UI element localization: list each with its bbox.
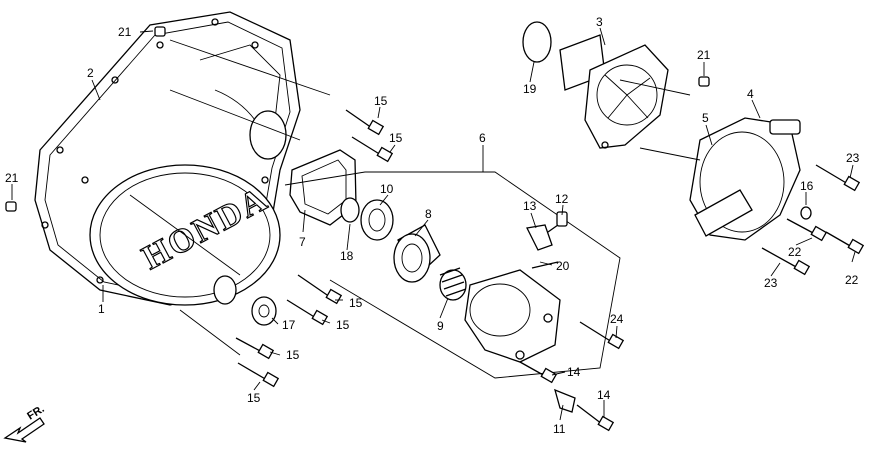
callout-18: 18 xyxy=(340,249,354,263)
water-pump-body xyxy=(522,21,669,149)
callout-7: 7 xyxy=(299,235,306,249)
callout-6: 6 xyxy=(479,131,486,145)
callout-15: 15 xyxy=(389,131,403,145)
thermostat-housing xyxy=(464,269,561,363)
callout-15: 15 xyxy=(374,94,388,108)
callout-5: 5 xyxy=(702,111,709,125)
callout-17: 17 xyxy=(282,318,296,332)
callout-3: 3 xyxy=(596,15,603,29)
callout-labels: 1 2 3 4 5 6 7 8 9 10 11 12 13 14 14 15 1… xyxy=(5,15,860,436)
callout-24: 24 xyxy=(610,312,624,326)
callout-leaders xyxy=(11,27,856,421)
spring xyxy=(439,267,467,301)
callout-4: 4 xyxy=(747,87,754,101)
callout-19: 19 xyxy=(523,82,537,96)
callout-9: 9 xyxy=(437,319,444,333)
callout-23: 23 xyxy=(846,151,860,165)
dowel-pin xyxy=(5,201,17,212)
cylinder-sleeve xyxy=(393,224,441,283)
callout-12: 12 xyxy=(555,192,569,206)
oil-seal xyxy=(251,296,277,326)
callout-11: 11 xyxy=(553,422,566,436)
callout-21: 21 xyxy=(697,48,711,62)
callout-10: 10 xyxy=(380,182,394,196)
callout-14: 14 xyxy=(597,388,611,402)
bearing xyxy=(340,197,360,223)
callout-22: 22 xyxy=(788,245,802,259)
callout-22: 22 xyxy=(845,273,859,287)
assembly-group-outline xyxy=(284,171,621,379)
front-direction-arrow: FR. xyxy=(3,403,47,443)
callout-15: 15 xyxy=(349,296,363,310)
callout-15: 15 xyxy=(247,391,261,405)
bolts xyxy=(235,109,865,432)
callout-20: 20 xyxy=(556,259,570,273)
pump-cover xyxy=(689,117,801,241)
callout-21: 21 xyxy=(118,25,132,39)
callout-15: 15 xyxy=(286,348,300,362)
bracket xyxy=(554,388,576,413)
dowel-pin xyxy=(154,26,166,37)
callout-15: 15 xyxy=(336,318,350,332)
sensor xyxy=(526,211,568,269)
callout-14: 14 xyxy=(567,365,581,379)
crankcase-cover: HONDA xyxy=(34,11,301,306)
dowel-pin xyxy=(698,76,710,87)
alignment-lines xyxy=(129,39,701,356)
ring xyxy=(213,275,237,305)
front-direction-label: FR. xyxy=(25,403,46,423)
callout-13: 13 xyxy=(523,199,537,213)
callout-21: 21 xyxy=(5,171,19,185)
seal-ring xyxy=(360,199,394,241)
callout-16: 16 xyxy=(800,179,814,193)
callout-23: 23 xyxy=(764,276,778,290)
callout-2: 2 xyxy=(87,66,94,80)
callout-1: 1 xyxy=(98,302,105,316)
callout-8: 8 xyxy=(425,207,432,221)
